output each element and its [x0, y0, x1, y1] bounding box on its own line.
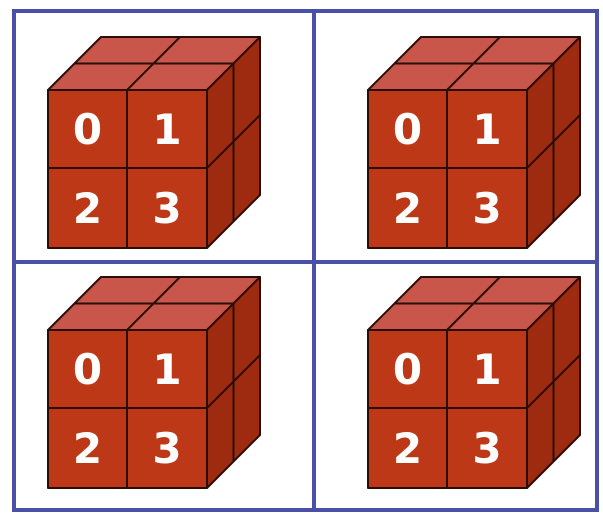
cube-cell-label: 2 — [73, 184, 102, 233]
cube-cell-label: 0 — [393, 345, 422, 394]
cube: 0 1 2 3 — [48, 37, 260, 248]
cube: 0 1 2 3 — [368, 277, 580, 488]
cube-cell-label: 3 — [152, 184, 181, 233]
cube-cell-label: 2 — [393, 424, 422, 473]
panel-bottom-left: 0 1 2 3 — [48, 277, 260, 488]
panel-top-left: 0 1 2 3 — [48, 37, 260, 248]
cube-cell-label: 1 — [152, 345, 181, 394]
cube-cell-label: 0 — [73, 345, 102, 394]
cube-cell-label: 2 — [393, 184, 422, 233]
cube-cell-label: 1 — [152, 105, 181, 154]
cube: 0 1 2 3 — [368, 37, 580, 248]
cube: 0 1 2 3 — [48, 277, 260, 488]
cube-cell-label: 1 — [472, 105, 501, 154]
cube-cell-label: 1 — [472, 345, 501, 394]
cube-cell-label: 0 — [73, 105, 102, 154]
cube-cell-label: 2 — [73, 424, 102, 473]
cube-cell-label: 0 — [393, 105, 422, 154]
cube-cell-label: 3 — [152, 424, 181, 473]
panel-top-right: 0 1 2 3 — [368, 37, 580, 248]
cube-cell-label: 3 — [472, 424, 501, 473]
panel-bottom-right: 0 1 2 3 — [368, 277, 580, 488]
cube-cell-label: 3 — [472, 184, 501, 233]
